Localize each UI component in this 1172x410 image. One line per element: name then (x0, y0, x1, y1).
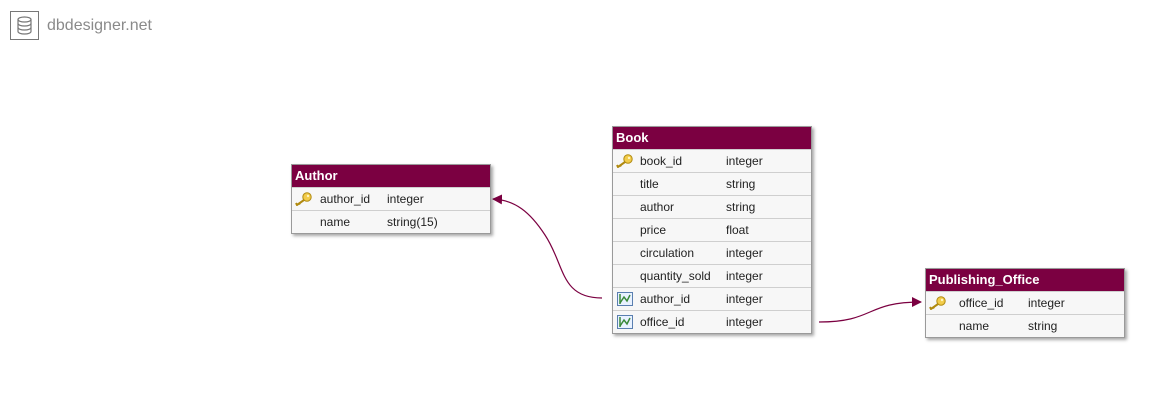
table-author[interactable]: Author author_id integer name string(15) (291, 164, 491, 234)
primary-key-icon (613, 150, 637, 172)
field-name: office_id (959, 296, 1004, 310)
field-type: string (1028, 319, 1058, 333)
field-type: integer (726, 292, 763, 306)
relation-book-author[interactable] (492, 194, 603, 299)
field-row-price[interactable]: price float (613, 218, 811, 241)
database-icon (10, 11, 39, 40)
field-name: author_id (320, 192, 371, 206)
brand-name: dbdesigner.net (47, 16, 152, 34)
foreign-key-icon (613, 288, 637, 310)
field-row-name[interactable]: name string(15) (292, 210, 490, 233)
field-type: integer (726, 246, 763, 260)
field-name: author_id (640, 292, 691, 306)
primary-key-icon (926, 292, 950, 314)
field-name: quantity_sold (640, 269, 711, 283)
field-row-office-id[interactable]: office_id integer (926, 291, 1124, 314)
field-type: integer (726, 315, 763, 329)
foreign-key-icon (613, 311, 637, 333)
table-publishing-office[interactable]: Publishing_Office office_id integer name… (925, 268, 1125, 338)
field-name: book_id (640, 154, 683, 168)
table-title[interactable]: Author (292, 165, 490, 187)
relation-book-office[interactable] (818, 297, 922, 323)
field-row-name[interactable]: name string (926, 314, 1124, 337)
field-name: name (959, 319, 990, 333)
field-type: integer (387, 192, 424, 206)
field-name: author (640, 200, 675, 214)
table-book[interactable]: Book book_id integer title string author… (612, 126, 812, 334)
field-type: integer (726, 269, 763, 283)
field-name: price (640, 223, 667, 237)
field-row-author-id[interactable]: author_id integer (613, 287, 811, 310)
table-title[interactable]: Publishing_Office (926, 269, 1124, 291)
field-type: string (726, 177, 756, 191)
brand-logo[interactable]: dbdesigner.net (10, 10, 152, 41)
field-row-book-id[interactable]: book_id integer (613, 149, 811, 172)
field-row-author-id[interactable]: author_id integer (292, 187, 490, 210)
field-type: integer (726, 154, 763, 168)
primary-key-icon (292, 188, 316, 210)
field-row-office-id[interactable]: office_id integer (613, 310, 811, 333)
field-name: name (320, 215, 351, 229)
field-row-author[interactable]: author string (613, 195, 811, 218)
field-type: float (726, 223, 749, 237)
field-name: circulation (640, 246, 695, 260)
table-title[interactable]: Book (613, 127, 811, 149)
field-row-quantity-sold[interactable]: quantity_sold integer (613, 264, 811, 287)
field-type: string(15) (387, 215, 438, 229)
field-row-circulation[interactable]: circulation integer (613, 241, 811, 264)
field-row-title[interactable]: title string (613, 172, 811, 195)
field-name: office_id (640, 315, 685, 329)
field-type: integer (1028, 296, 1065, 310)
field-name: title (640, 177, 659, 191)
field-type: string (726, 200, 756, 214)
